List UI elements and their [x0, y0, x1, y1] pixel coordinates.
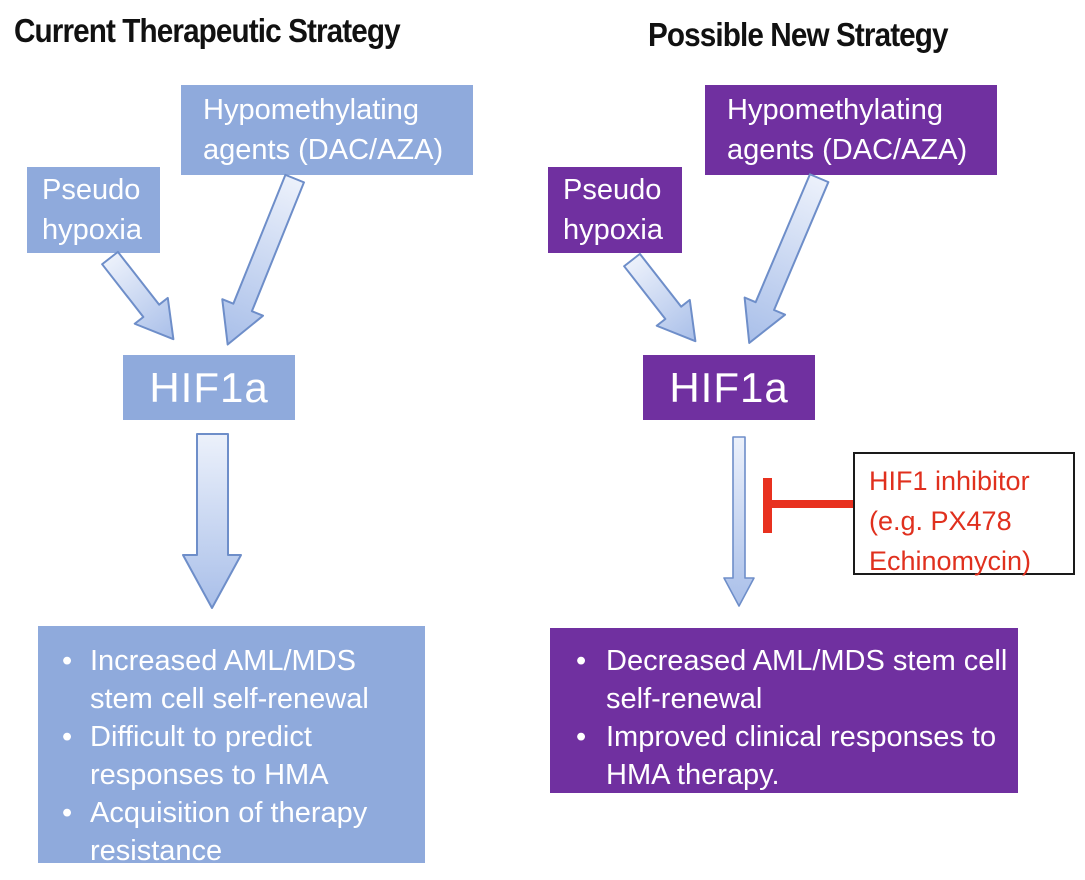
right-hif1a-box: HIF1a [643, 355, 815, 420]
bullet-item: Improved clinical responses to HMA thera… [550, 718, 1018, 794]
left-pseudo-label: Pseudo hypoxia [42, 174, 142, 246]
bullet-item: Decreased AML/MDS stem cell self-renewal [550, 642, 1018, 718]
right-hma-label: Hypomethylating agents (DAC/AZA) [727, 94, 968, 166]
left-pseudo-hypoxia-box: Pseudo hypoxia [27, 167, 160, 253]
left-hif1a-label: HIF1a [149, 363, 269, 411]
left-hif1a-box: HIF1a [123, 355, 295, 420]
bullet-text: Increased AML/MDS stem cell self-renewal [90, 645, 369, 715]
right-panel-title: Possible New Strategy [648, 16, 949, 53]
hif1-inhibitor-label: HIF1 inhibitor (e.g. PX478 Echinomycin) [869, 466, 1032, 576]
right-hif1a-label: HIF1a [669, 363, 789, 411]
left-outcomes-box: Increased AML/MDS stem cell self-renewal… [38, 626, 425, 867]
right-hma-to-hif-arrow-icon [743, 173, 830, 344]
inhibition-tbar-head [763, 478, 772, 533]
left-hif-to-outcomes-arrow-icon [182, 433, 242, 609]
bullet-text: Improved clinical responses to HMA thera… [606, 721, 997, 791]
hif1-inhibitor-box: HIF1 inhibitor (e.g. PX478 Echinomycin) [853, 452, 1075, 576]
inhibition-tbar-stem [769, 500, 853, 508]
right-pseudo-hypoxia-box: Pseudo hypoxia [548, 167, 682, 253]
bullet-item: Increased AML/MDS stem cell self-renewal [38, 642, 425, 718]
left-panel-title: Current Therapeutic Strategy [14, 12, 401, 49]
left-hypomethylating-agents-box: Hypomethylating agents (DAC/AZA) [181, 85, 473, 175]
right-hypomethylating-agents-box: Hypomethylating agents (DAC/AZA) [705, 85, 997, 175]
left-outcomes-list: Increased AML/MDS stem cell self-renewal… [38, 642, 425, 870]
left-hma-label: Hypomethylating agents (DAC/AZA) [203, 94, 444, 166]
bullet-item: Difficult to predict responses to HMA [38, 718, 425, 794]
right-outcomes-list: Decreased AML/MDS stem cell self-renewal… [550, 642, 1018, 794]
right-pseudo-to-hif-arrow-icon [623, 252, 697, 343]
right-hif-to-outcomes-arrow-icon [723, 436, 755, 607]
bullet-text: Decreased AML/MDS stem cell self-renewal [606, 645, 1008, 715]
bullet-text: Acquisition of therapy resistance [90, 797, 368, 867]
right-pseudo-label: Pseudo hypoxia [563, 174, 663, 246]
bullet-item: Acquisition of therapy resistance [38, 794, 425, 870]
right-outcomes-box: Decreased AML/MDS stem cell self-renewal… [550, 628, 1018, 793]
left-pseudo-to-hif-arrow-icon [101, 250, 175, 341]
left-hma-to-hif-arrow-icon [221, 173, 305, 346]
bullet-text: Difficult to predict responses to HMA [90, 721, 329, 791]
